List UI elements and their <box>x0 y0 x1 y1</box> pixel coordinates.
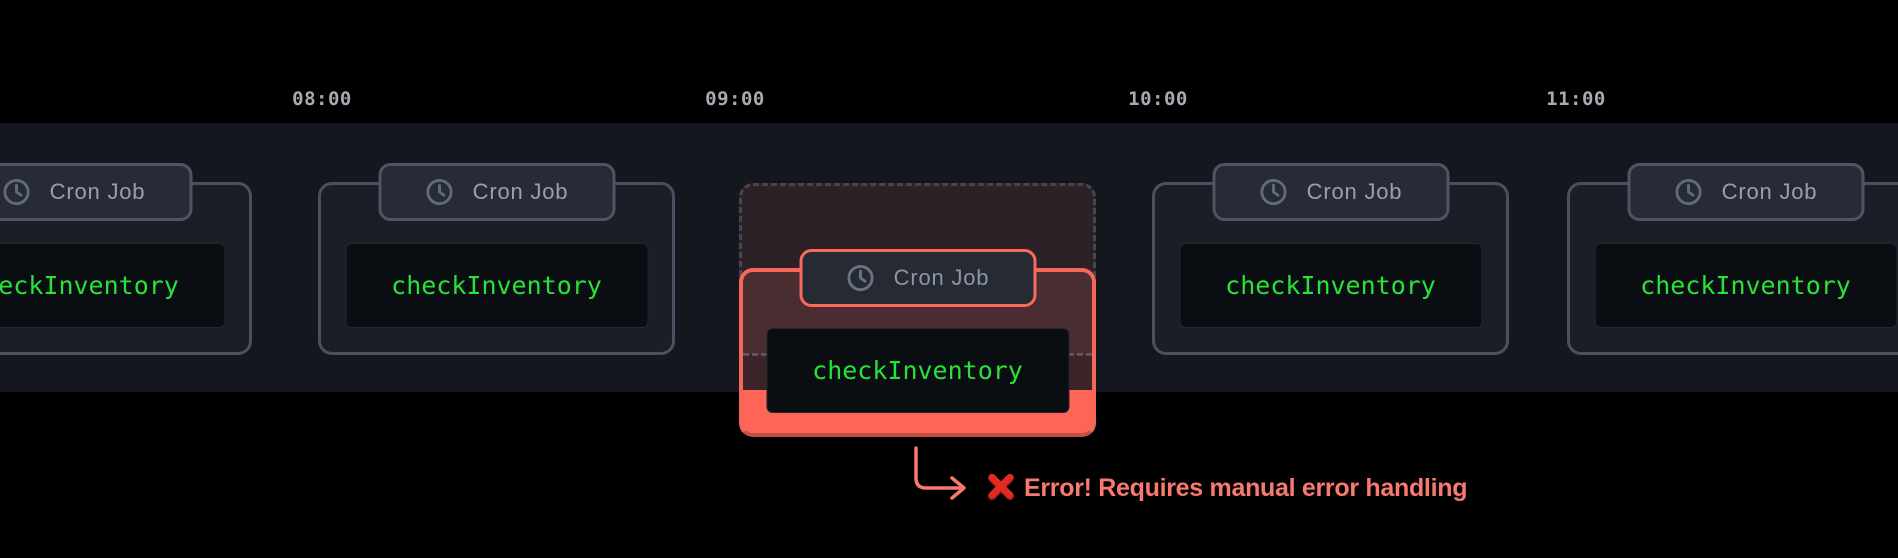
cron-job-tab: Cron Job <box>378 163 615 221</box>
job-name: checkInventory <box>812 356 1023 385</box>
cron-job-card: Cron Job checkInventory <box>1567 163 1898 355</box>
job-name-box: checkInventory <box>0 243 225 328</box>
error-cron-job-tab: Cron Job <box>799 249 1036 307</box>
job-name: checkInventory <box>1225 271 1436 300</box>
cron-job-tab: Cron Job <box>1627 163 1864 221</box>
error-cron-job-card: Cron Job checkInventory <box>739 249 1096 437</box>
job-name-box: checkInventory <box>345 243 648 328</box>
cross-mark-icon <box>988 473 1014 500</box>
job-name-box: checkInventory <box>1594 243 1897 328</box>
time-label-1100: 11:00 <box>1546 88 1606 110</box>
cron-job-tab-label: Cron Job <box>472 179 569 204</box>
clock-icon <box>847 264 874 292</box>
cron-job-card: Cron Job checkInventory <box>1152 163 1509 355</box>
error-message: Error! Requires manual error handling <box>1024 474 1468 502</box>
cron-job-card: Cron Job checkInventory <box>318 163 675 355</box>
job-name-box: checkInventory <box>766 328 1069 413</box>
cron-job-tab: Cron Job <box>0 163 192 221</box>
clock-icon <box>3 178 30 206</box>
clock-icon <box>1675 178 1702 206</box>
clock-icon <box>1260 178 1287 206</box>
time-label-0800: 08:00 <box>292 88 352 110</box>
error-connector-arrow <box>914 446 966 500</box>
cron-job-card: Cron Job checkInventory <box>0 163 252 355</box>
job-name: checkInventory <box>391 271 602 300</box>
job-name-box: checkInventory <box>1179 243 1482 328</box>
cron-job-tab-label: Cron Job <box>1721 179 1818 204</box>
time-label-0900: 09:00 <box>705 88 765 110</box>
cron-job-tab-label: Cron Job <box>49 179 146 204</box>
cron-job-tab: Cron Job <box>1212 163 1449 221</box>
cron-job-tab-label: Cron Job <box>893 265 990 290</box>
time-label-1000: 10:00 <box>1128 88 1188 110</box>
clock-icon <box>426 178 453 206</box>
cron-job-tab-label: Cron Job <box>1306 179 1403 204</box>
job-name: checkInventory <box>0 271 179 300</box>
job-name: checkInventory <box>1640 271 1851 300</box>
